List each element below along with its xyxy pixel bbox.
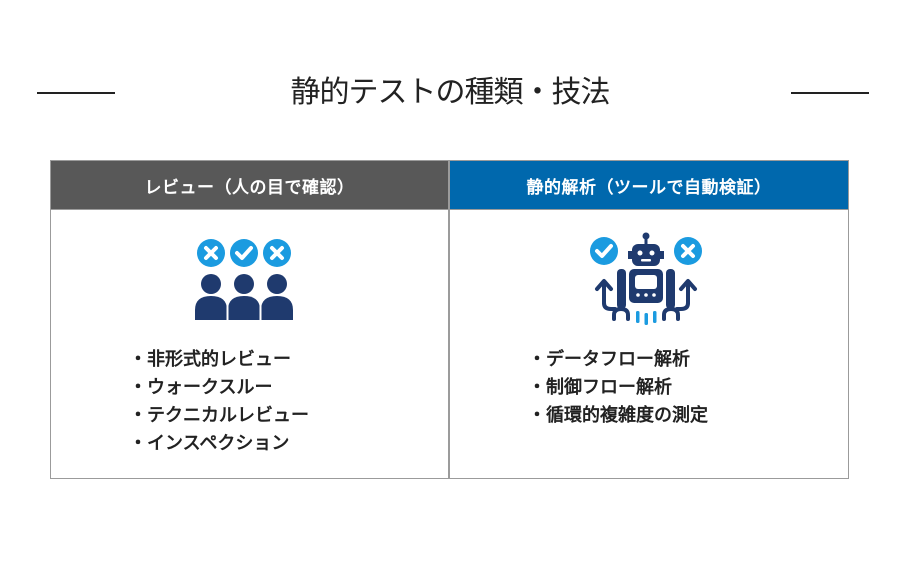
review-technique-list: ・非形式的レビュー ・ウォークスルー ・テクニカルレビュー ・インスペクション	[129, 346, 309, 458]
list-item: ・制御フロー解析	[528, 377, 672, 398]
page-title: 静的テストの種類・技法	[290, 75, 611, 110]
people-review-icon	[194, 238, 294, 320]
title-row: 静的テストの種類・技法	[0, 72, 900, 114]
static-analysis-technique-list: ・データフロー解析 ・制御フロー解析 ・循環的複雑度の測定	[528, 346, 708, 430]
list-item: ・データフロー解析	[528, 349, 690, 370]
column-header-review: レビュー（人の目で確認）	[51, 161, 448, 210]
title-decoration-line-left	[37, 92, 115, 94]
title-decoration-line-right	[791, 92, 869, 94]
list-item: ・インスペクション	[129, 433, 290, 454]
comparison-table: レビュー（人の目で確認） ・非形式的レビュ	[50, 160, 849, 479]
list-item: ・テクニカルレビュー	[129, 405, 309, 426]
column-header-static-analysis: 静的解析（ツールで自動検証）	[450, 161, 848, 210]
list-item: ・循環的複雑度の測定	[528, 405, 708, 426]
list-item: ・ウォークスルー	[129, 377, 273, 398]
list-item: ・非形式的レビュー	[129, 349, 291, 370]
robot-analysis-icon	[587, 231, 705, 326]
column-static-analysis: 静的解析（ツールで自動検証）	[450, 161, 848, 478]
column-review: レビュー（人の目で確認） ・非形式的レビュ	[51, 161, 450, 478]
